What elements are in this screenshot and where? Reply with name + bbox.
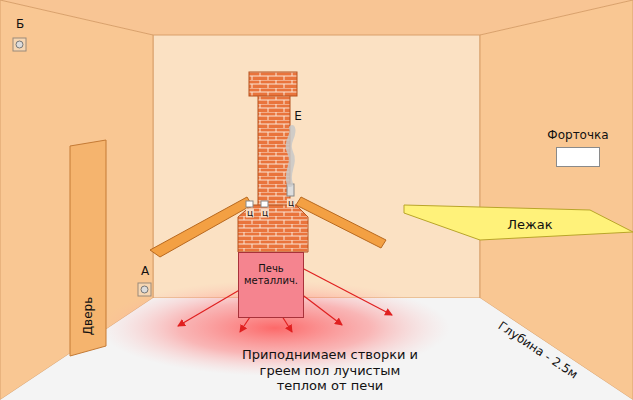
flap bbox=[150, 197, 252, 257]
brick-hood bbox=[238, 205, 308, 252]
node-shape bbox=[70, 140, 106, 356]
door-label: Дверь bbox=[81, 297, 95, 336]
vent-hole bbox=[141, 286, 148, 293]
door: Дверь bbox=[68, 140, 108, 358]
bench-label: Лежак bbox=[507, 217, 552, 232]
chimney-cap bbox=[249, 72, 297, 96]
node-shape bbox=[404, 205, 633, 240]
vent-letter: Б bbox=[16, 17, 24, 31]
window-pane bbox=[556, 147, 600, 167]
smoke bbox=[289, 128, 293, 184]
vent bbox=[138, 283, 151, 296]
stove-label: Печь металлич. bbox=[239, 263, 303, 286]
window-label: Форточка bbox=[536, 128, 620, 142]
bench: Лежак bbox=[400, 200, 633, 242]
vent-letter: А bbox=[141, 264, 149, 278]
floor-note: Приподнимаем створки и греем пол лучисты… bbox=[234, 347, 426, 394]
chimney bbox=[258, 95, 290, 217]
vent bbox=[13, 38, 26, 51]
opening-letter: ц bbox=[287, 199, 295, 208]
window: Форточка bbox=[536, 128, 620, 172]
stove-box: Печь металлич. bbox=[238, 252, 304, 318]
opening bbox=[246, 201, 253, 207]
opening bbox=[261, 201, 268, 207]
vent-hole bbox=[16, 41, 23, 48]
flap bbox=[296, 197, 386, 248]
opening-letter: ц bbox=[261, 209, 269, 218]
opening-letter: ц bbox=[246, 209, 254, 218]
back-wall bbox=[153, 35, 480, 298]
chimney-letter: Е bbox=[294, 109, 302, 123]
